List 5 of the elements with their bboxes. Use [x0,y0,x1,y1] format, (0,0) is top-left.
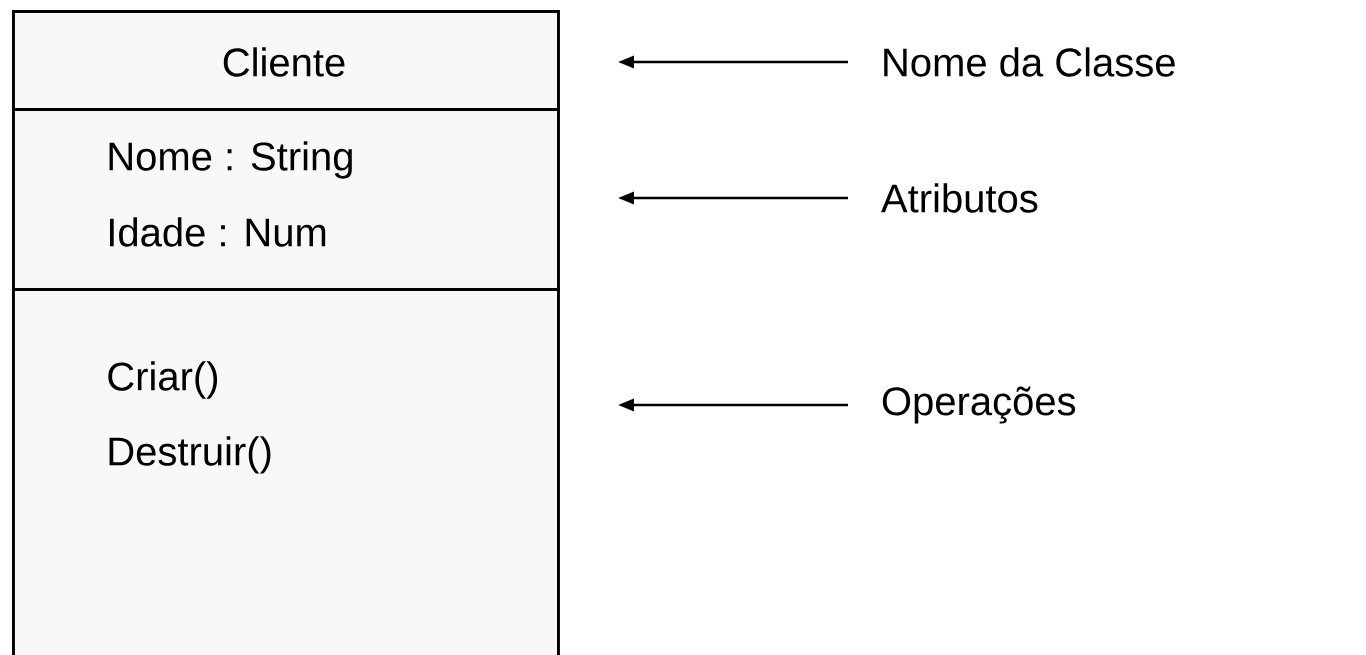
annotation-label: Nome da Classe [884,47,1175,77]
annotation-label: Operações [882,386,1076,424]
annotation-label: Atributos [881,183,1038,213]
class-compartment: Cliente [12,10,560,111]
class-compartment: Nome : String Idade : Num [12,108,560,291]
